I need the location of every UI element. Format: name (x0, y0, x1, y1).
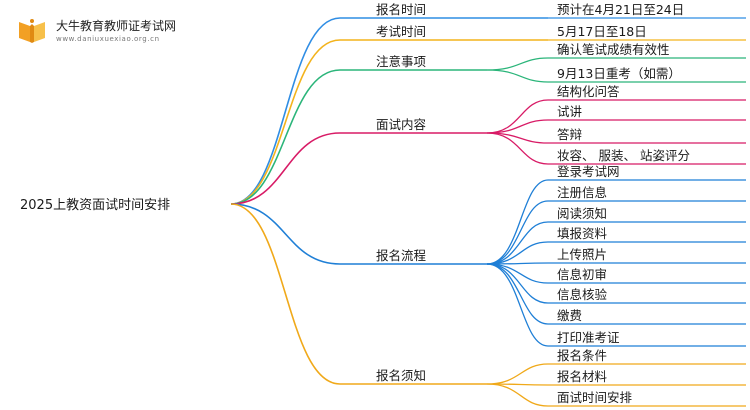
site-logo: 大牛教育教师证考试网 www.daniuxuexiao.org.cn (12, 14, 192, 48)
child-label: 缴费 (557, 308, 582, 323)
child-label: 信息核验 (557, 287, 608, 302)
child-label: 报名材料 (557, 369, 608, 384)
child-label: 上传照片 (557, 247, 607, 262)
branch-to-child-link (486, 69, 549, 83)
root-node-label: 2025上教资面试时间安排 (20, 197, 170, 213)
branch-to-child-link (486, 57, 549, 71)
branch-label: 面试内容 (376, 117, 426, 132)
logo-url: www.daniuxuexiao.org.cn (56, 35, 160, 43)
child-label: 登录考试网 (557, 164, 620, 179)
child-label: 妆容、 服装、 站姿评分 (557, 148, 690, 163)
root-to-branch-link (230, 69, 341, 205)
branch-to-child-link (486, 363, 549, 385)
branch-to-child-link (486, 263, 549, 325)
branch-to-child-link (486, 119, 549, 134)
branch-to-child-link (486, 263, 549, 304)
branch-to-child-link (486, 200, 549, 265)
branch-to-child-link (486, 383, 549, 407)
branch-label: 报名须知 (376, 368, 426, 383)
logo-title: 大牛教育教师证考试网 (56, 19, 177, 33)
child-label: 结构化问答 (557, 84, 620, 99)
child-label: 9月13日重考（如需） (557, 66, 681, 81)
child-label: 面试时间安排 (557, 390, 633, 405)
root-to-branch-link (230, 39, 341, 205)
child-label: 报名条件 (557, 348, 607, 363)
branch-to-child-link (486, 179, 549, 265)
child-label: 预计在4月21日至24日 (557, 2, 684, 17)
child-label: 信息初审 (557, 267, 607, 282)
root-to-branch-link (230, 17, 341, 205)
branch-to-child-link (486, 132, 549, 165)
child-label: 打印准考证 (557, 330, 620, 345)
branch-label: 注意事项 (376, 54, 426, 69)
branch-label: 报名流程 (376, 248, 427, 263)
branch-to-child-link (486, 221, 549, 265)
branch-label: 考试时间 (376, 24, 426, 39)
mindmap-links (230, 17, 746, 407)
branch-label: 报名时间 (376, 2, 426, 17)
root-to-branch-link (230, 203, 341, 265)
root-to-branch-link (230, 203, 341, 385)
child-label: 5月17日至18日 (557, 24, 647, 39)
child-label: 阅读须知 (557, 206, 607, 221)
root-to-branch-link (230, 132, 341, 205)
child-label: 试讲 (557, 104, 582, 119)
child-label: 确认笔试成绩有效性 (557, 42, 670, 57)
book-logo-icon (19, 19, 45, 43)
child-label: 答辩 (557, 127, 582, 142)
child-label: 注册信息 (557, 185, 607, 200)
child-label: 填报资料 (557, 226, 608, 241)
branch-to-child-link (486, 263, 549, 347)
